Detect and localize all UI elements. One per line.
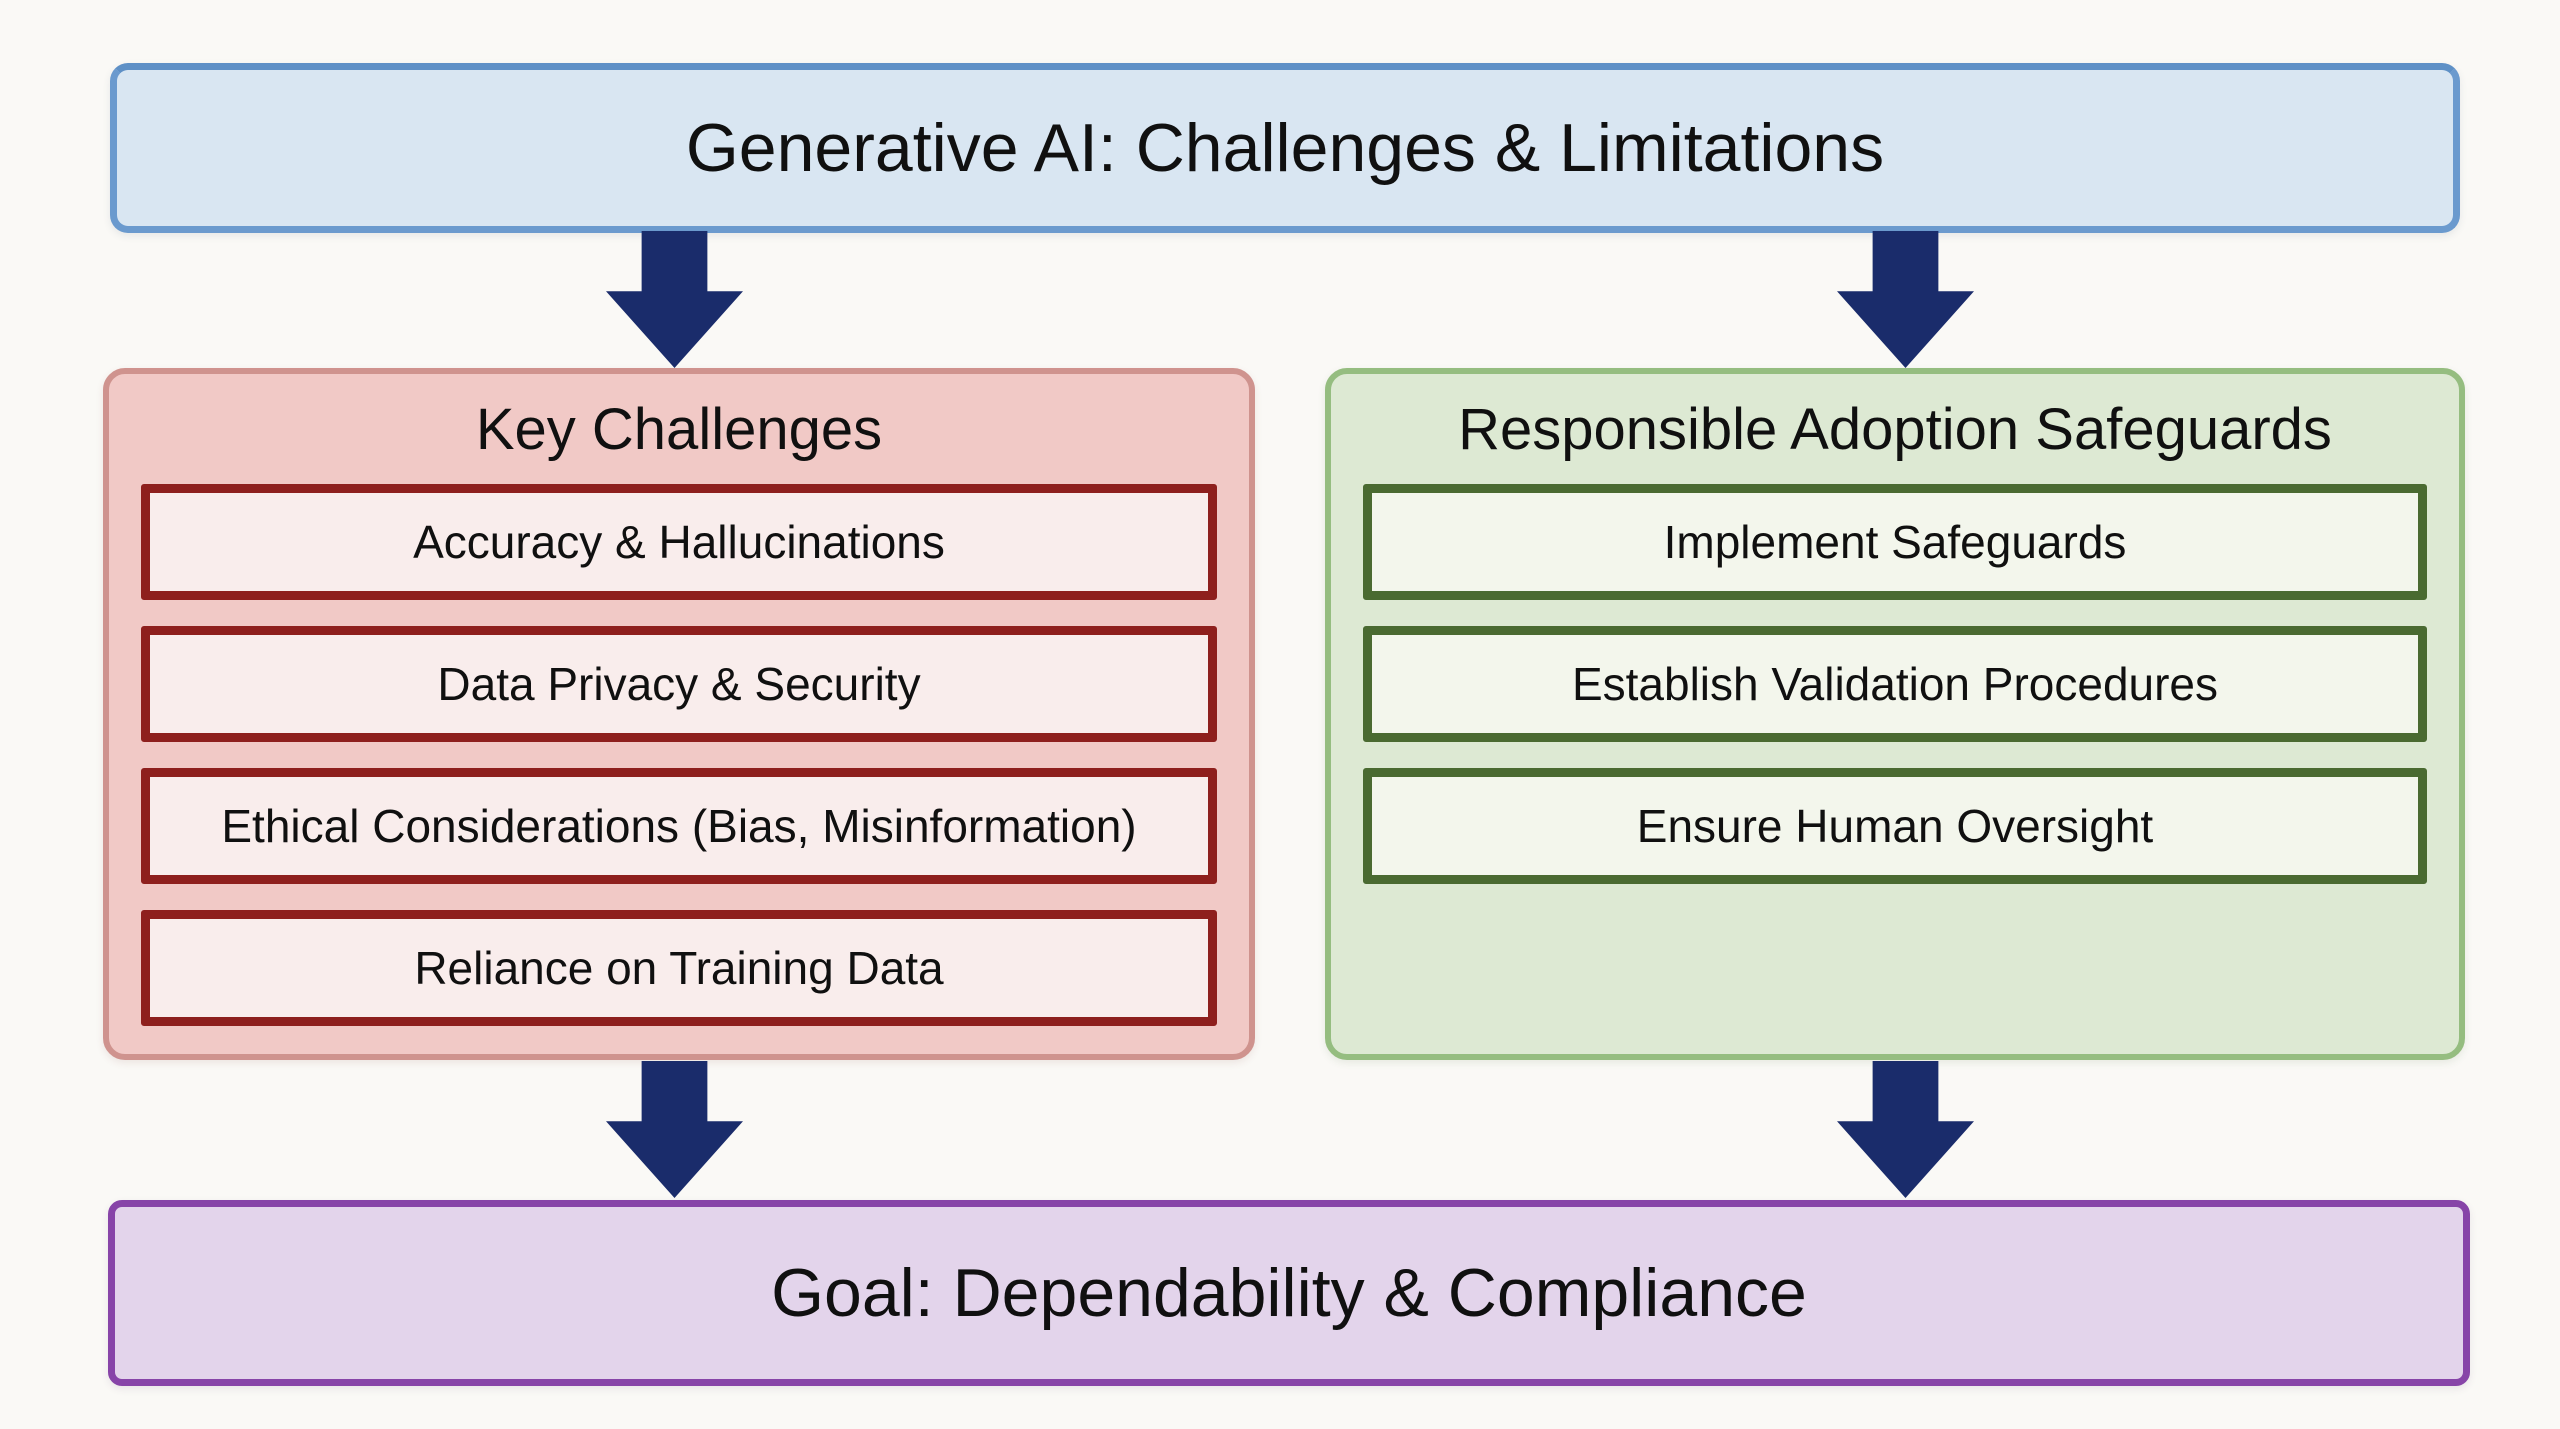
safeguard-item-oversight: Ensure Human Oversight (1363, 768, 2427, 884)
challenge-item-accuracy: Accuracy & Hallucinations (141, 484, 1217, 600)
challenge-item-privacy: Data Privacy & Security (141, 626, 1217, 742)
goal-label: Goal: Dependability & Compliance (771, 1255, 1807, 1331)
challenges-heading: Key Challenges (475, 396, 883, 462)
safeguard-item-implement: Implement Safeguards (1363, 484, 2427, 600)
challenge-item-training-data: Reliance on Training Data (141, 910, 1217, 1026)
safeguards-panel: Responsible Adoption Safeguards Implemen… (1325, 368, 2465, 1060)
title-label: Generative AI: Challenges & Limitations (685, 110, 1885, 186)
title-node: Generative AI: Challenges & Limitations (110, 63, 2460, 233)
safeguard-item-validation: Establish Validation Procedures (1363, 626, 2427, 742)
goal-node: Goal: Dependability & Compliance (108, 1200, 2470, 1386)
challenge-item-ethics: Ethical Considerations (Bias, Misinforma… (141, 768, 1217, 884)
challenges-item-list: Accuracy & Hallucinations Data Privacy &… (141, 484, 1217, 1026)
down-arrow-challenges-to-goal (606, 1061, 743, 1198)
safeguards-item-list: Implement Safeguards Establish Validatio… (1363, 484, 2427, 884)
down-arrow-title-to-challenges (606, 231, 743, 368)
down-arrow-safeguards-to-goal (1837, 1061, 1974, 1198)
safeguards-heading: Responsible Adoption Safeguards (1458, 396, 2332, 462)
down-arrow-title-to-safeguards (1837, 231, 1974, 368)
challenges-panel: Key Challenges Accuracy & Hallucinations… (103, 368, 1255, 1060)
